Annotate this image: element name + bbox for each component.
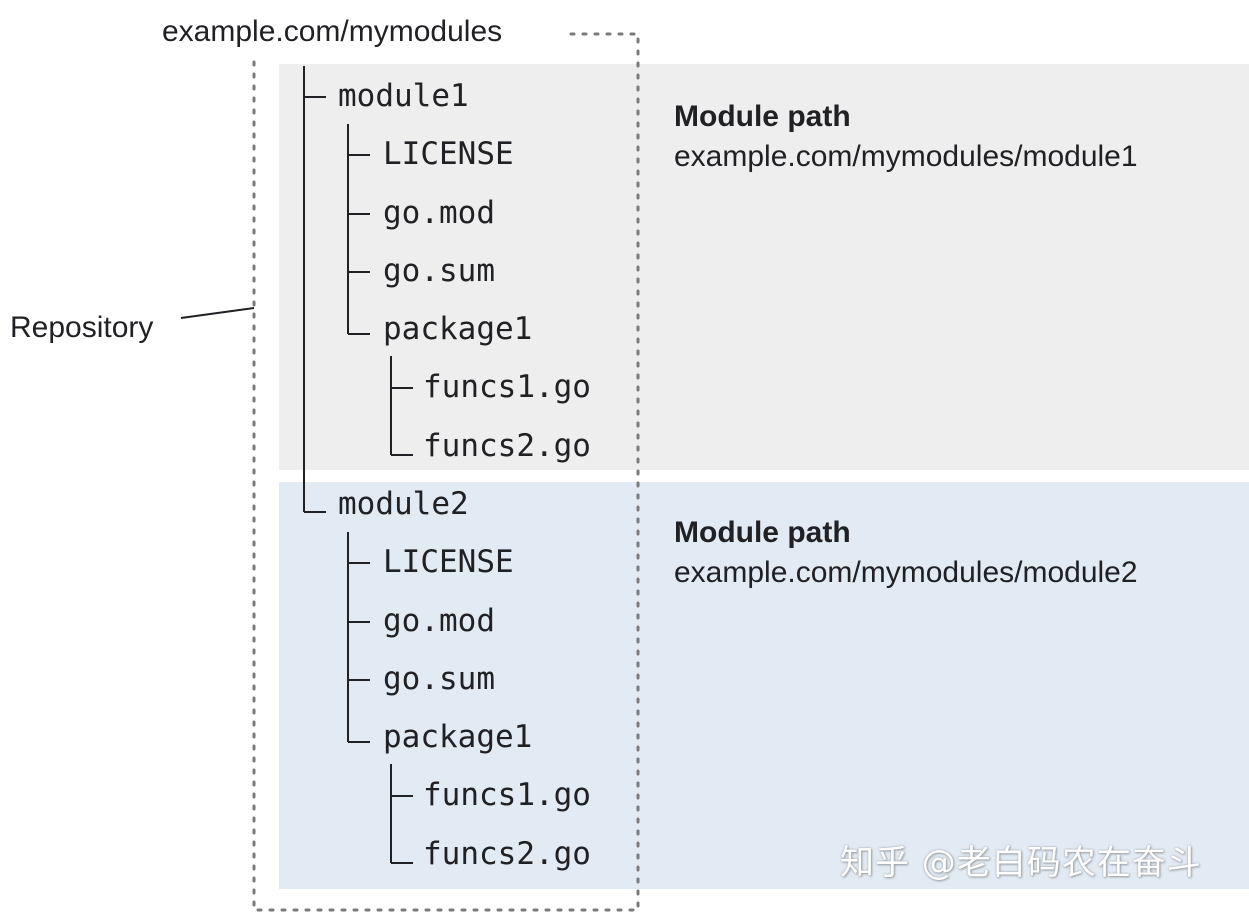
module2-package-file-funcs2: funcs2.go: [423, 836, 591, 872]
module2-panel: [279, 482, 1249, 889]
repository-boundary: [252, 32, 640, 912]
module2-package-file-funcs1: funcs1.go: [423, 777, 591, 813]
module1-path-heading: Module path: [674, 100, 851, 133]
module2-name: module2: [338, 486, 469, 522]
module1-package-file-funcs2: funcs2.go: [423, 428, 591, 464]
module2-file-license: LICENSE: [383, 544, 514, 580]
module2-package-name: package1: [383, 719, 533, 755]
repository-label: Repository: [10, 311, 154, 344]
module1-panel: [279, 64, 1249, 470]
module1-name: module1: [338, 78, 469, 114]
repository-pointer: [180, 307, 255, 319]
module1-package-file-funcs1: funcs1.go: [423, 369, 591, 405]
module1-file-gomod: go.mod: [383, 195, 495, 231]
watermark: 知乎 @老白码农在奋斗: [840, 843, 1202, 883]
module2-file-gomod: go.mod: [383, 603, 495, 639]
module1-file-gosum: go.sum: [383, 253, 495, 289]
repository-host: example.com/mymodules: [162, 15, 503, 48]
module1-path: example.com/mymodules/module1: [674, 140, 1138, 173]
module2-path: example.com/mymodules/module2: [674, 556, 1138, 589]
module1-package-name: package1: [383, 311, 533, 347]
module2-path-heading: Module path: [674, 516, 851, 549]
module1-file-license: LICENSE: [383, 136, 514, 172]
module2-file-gosum: go.sum: [383, 661, 495, 697]
